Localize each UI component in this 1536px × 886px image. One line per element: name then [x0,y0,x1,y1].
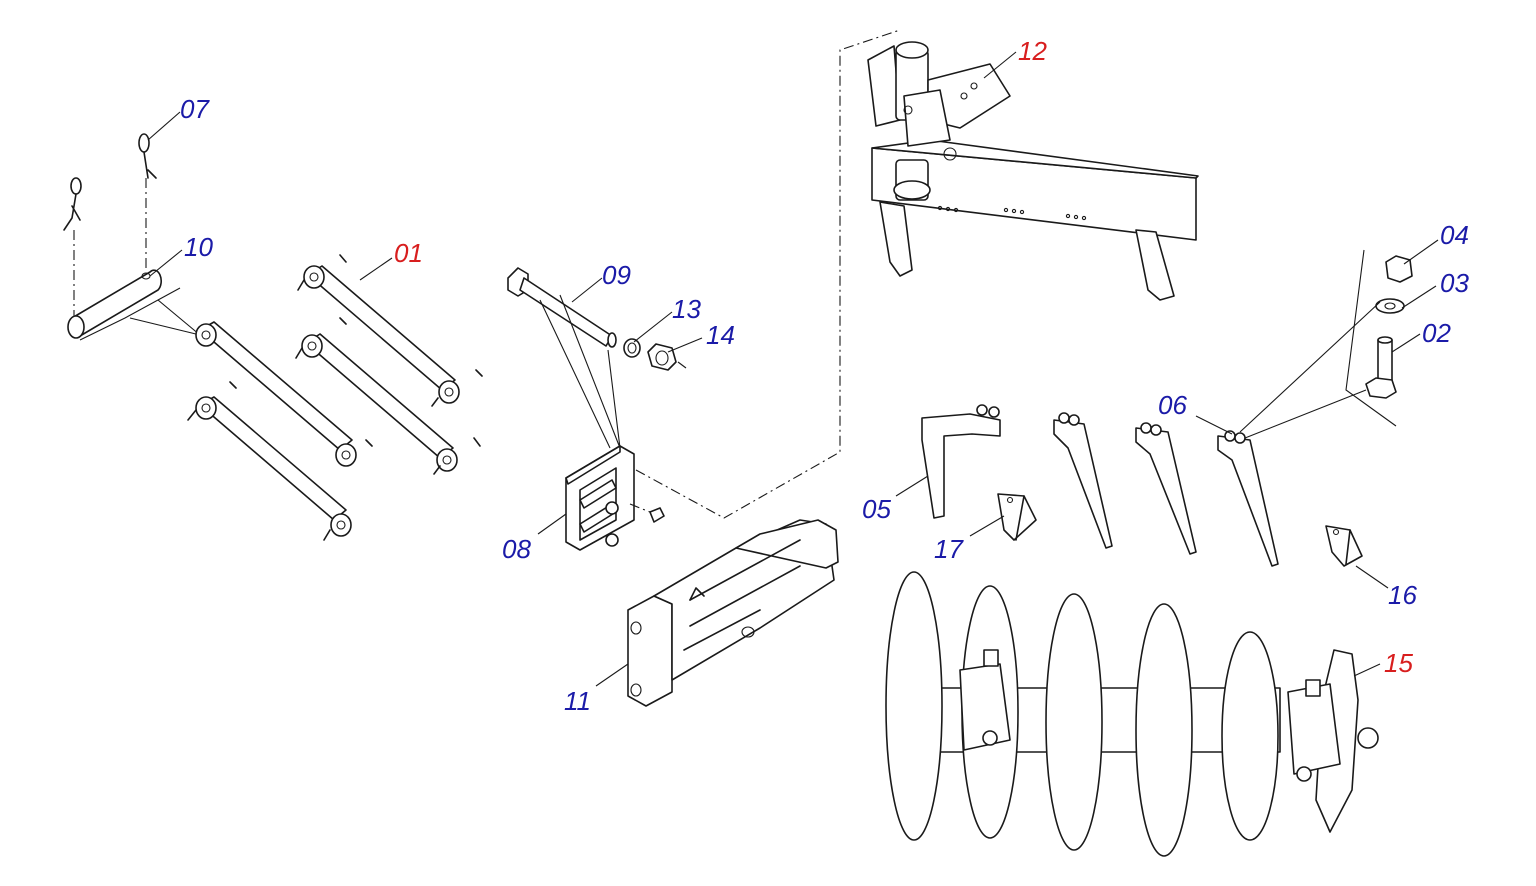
part-15-disc-gang [885,571,1379,857]
label-12: 12 [1018,36,1047,66]
label-10: 10 [184,232,213,262]
part-06-tine-a [1053,412,1113,549]
part-04-nut [1385,255,1413,283]
part-09-bolt [507,267,617,348]
label-08: 08 [502,534,531,564]
part-02-bolt [1365,336,1397,399]
part-07-linch-pins [63,133,157,318]
label-11: 11 [564,686,591,716]
part-17-scraper [997,493,1037,541]
part-08-plate [565,29,901,551]
label-15: 15 [1384,648,1413,678]
part-03-washer [1375,298,1405,314]
part-05-tine [921,404,1001,519]
part-16-scraper [1325,525,1363,567]
part-12-frame [867,41,1199,301]
label-leaders [147,51,1439,687]
part-01-links [187,254,483,541]
label-16: 16 [1388,580,1417,610]
label-04: 04 [1440,220,1469,250]
label-03: 03 [1440,268,1469,298]
label-13: 13 [672,294,701,324]
label-05: 05 [862,494,891,524]
part-06-tine-c [1217,430,1279,567]
part-10-pin [67,269,201,341]
part-11-arm [627,519,839,707]
part-14-nut [647,343,677,371]
label-17: 17 [934,534,963,564]
label-06: 06 [1158,390,1187,420]
label-01: 01 [394,238,423,268]
label-09: 09 [602,260,631,290]
part-06-tine-b [1135,422,1197,555]
part-13-washer [623,338,641,358]
label-07: 07 [180,94,209,124]
label-14: 14 [706,320,735,350]
label-02: 02 [1422,318,1451,348]
